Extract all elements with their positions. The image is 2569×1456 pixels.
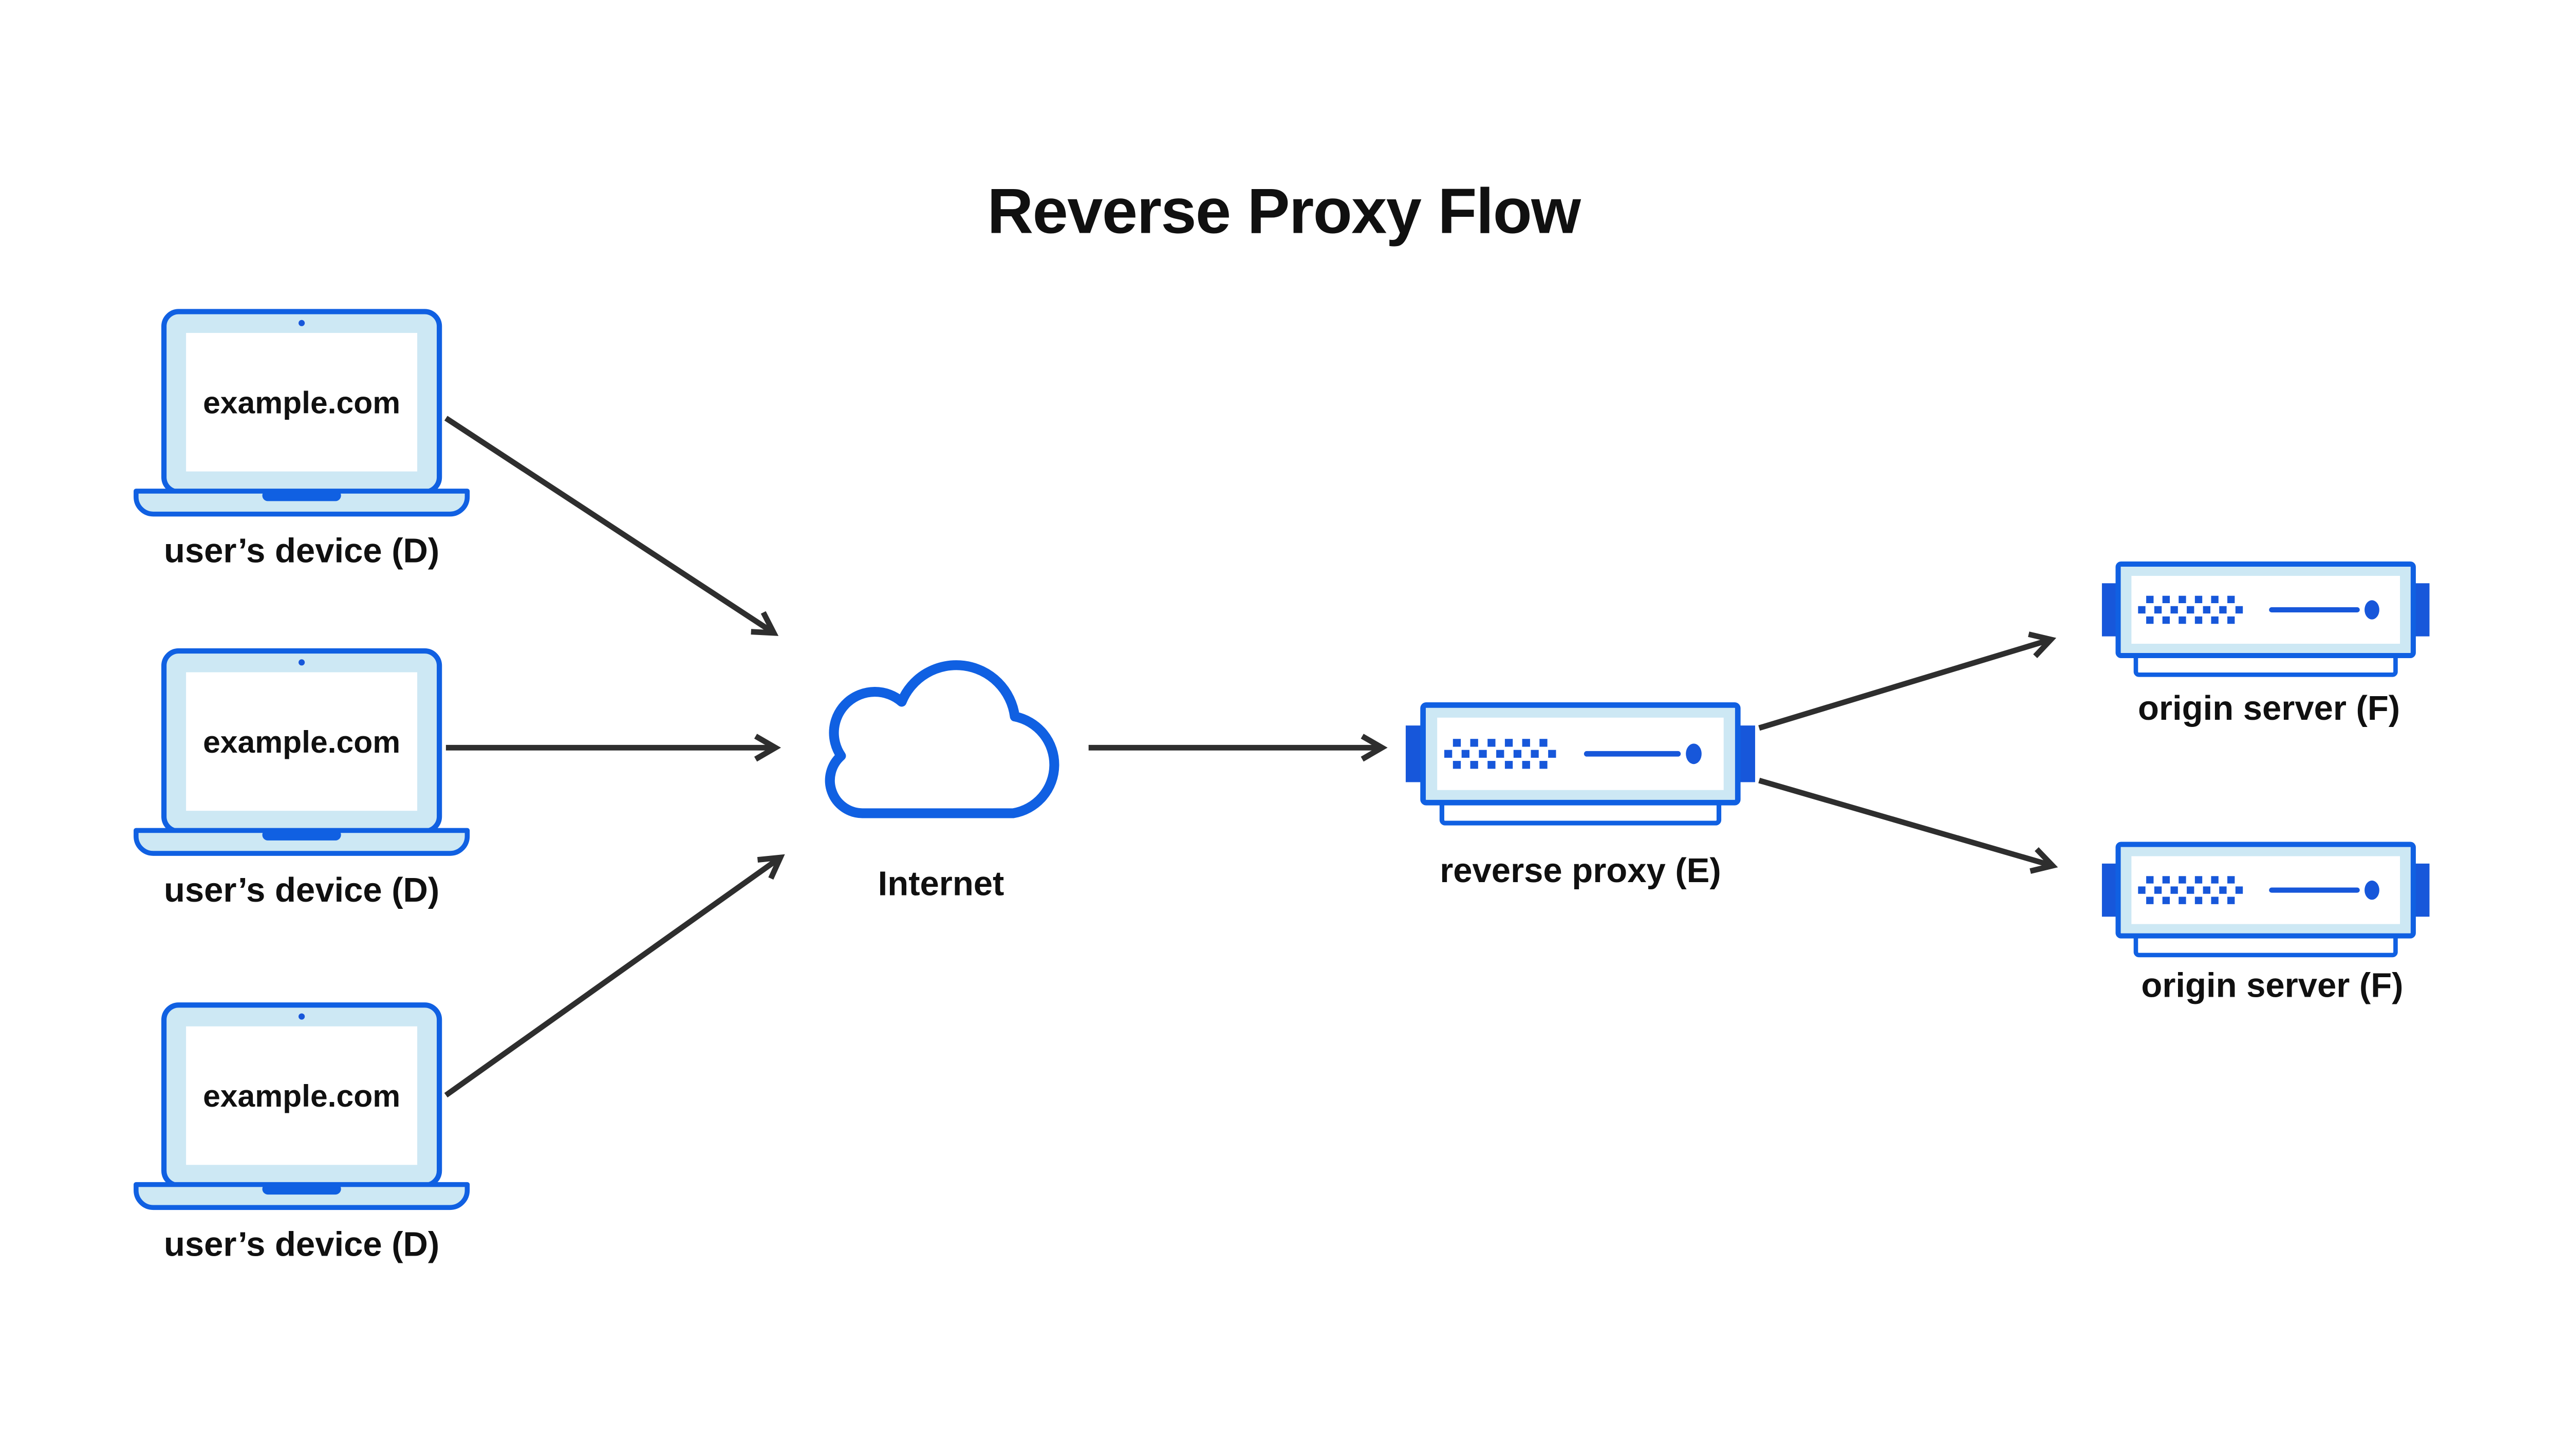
device1-label: user’s device (D) [164,532,439,570]
arrow-device3-to-internet [444,854,785,1098]
device3-label: user’s device (D) [164,1225,439,1263]
origin-server-1: origin server (F) [2102,564,2430,727]
origin-server-1-label: origin server (F) [2138,689,2400,727]
arrow-device2-to-internet [445,734,781,762]
arrowhead-icon [2030,847,2058,874]
arrowhead-icon [757,854,785,880]
internet-label: Internet [878,864,1004,903]
device3-screen-text: example.com [203,1078,400,1113]
origin-server-2-label: origin server (F) [2141,966,2403,1004]
device2-screen-text: example.com [203,724,400,759]
device2-label: user’s device (D) [164,871,439,909]
reverse-proxy-label: reverse proxy (E) [1440,851,1721,890]
page-title: Reverse Proxy Flow [987,175,1581,247]
internet: Internet [825,660,1059,903]
cloud-icon [825,660,1059,818]
user-device-3: example.com user’s device (D) [136,1005,468,1263]
device1-screen-text: example.com [203,385,400,420]
user-device-1: example.com user’s device (D) [136,312,468,570]
user-device-2: example.com user’s device (D) [136,651,468,909]
server-icon [2102,564,2430,675]
origin-server-2: origin server (F) [2102,845,2430,1004]
arrow-internet-to-proxy [1088,734,1388,762]
reverse-proxy: reverse proxy (E) [1406,705,1755,890]
arrowhead-icon [2028,631,2057,658]
arrowhead-icon [754,734,781,762]
arrow-device1-to-internet [444,416,779,636]
server-icon [2102,845,2430,955]
arrow-proxy-to-origin2 [1758,777,2058,874]
arrowhead-icon [751,611,779,636]
arrow-proxy-to-origin1 [1758,631,2057,731]
server-icon [1406,705,1755,823]
arrowhead-icon [1361,734,1388,762]
